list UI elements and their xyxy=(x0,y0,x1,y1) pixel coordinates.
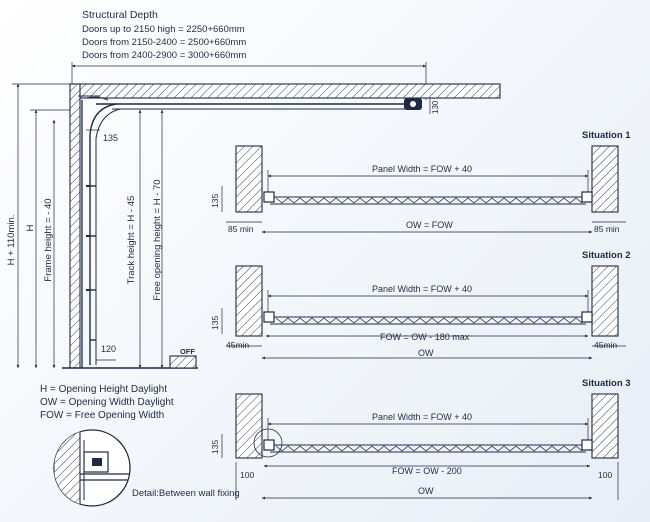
right-min-label: 45min xyxy=(594,340,617,350)
right-wall xyxy=(591,265,619,337)
situation-1: Situation 1 Panel Width = FOW + 40 135 8… xyxy=(210,130,631,234)
left-wall xyxy=(235,393,263,459)
panel-width-label: Panel Width = FOW + 40 xyxy=(372,284,472,294)
panel-perforation xyxy=(275,197,583,204)
side-view: Structural Depth Doors up to 2150 high =… xyxy=(6,9,501,369)
legend-ow: OW = Opening Width Daylight xyxy=(40,397,174,408)
dim-h: H xyxy=(25,224,36,231)
right-wall xyxy=(591,145,619,213)
dim-track-height: Track height = H - 45 xyxy=(126,196,137,285)
panel-zigzag xyxy=(275,317,583,324)
left-wall xyxy=(235,265,263,337)
floor-hatch xyxy=(169,355,197,369)
right-bracket xyxy=(581,311,593,323)
structural-depth-title: Structural Depth xyxy=(82,9,158,21)
detail-marker-circle xyxy=(253,428,283,458)
left-bracket xyxy=(263,311,275,323)
detail-caption: Detail:Between wall fixing xyxy=(132,488,240,499)
detail-roller xyxy=(92,458,102,466)
bottom-label: OW = FOW xyxy=(406,220,453,230)
left-min-label: 45min xyxy=(226,340,249,350)
right-min-label: 85 min xyxy=(594,224,620,234)
shaft-drum xyxy=(410,101,416,107)
fow-label: FOW = OW - 200 xyxy=(392,466,462,476)
legend: H = Opening Height Daylight OW = Opening… xyxy=(40,384,174,421)
detail-wall xyxy=(54,430,81,506)
panel-zigzag xyxy=(275,197,583,204)
floor-label: OFF xyxy=(180,347,195,356)
structural-depth-line-2: Doors from 2150-2400 = 2500+660mm xyxy=(82,37,246,48)
situation-title: Situation 3 xyxy=(582,378,631,389)
frame-top-curve xyxy=(85,96,109,101)
panel-width-label: Panel Width = FOW + 40 xyxy=(372,164,472,174)
ceiling xyxy=(71,83,501,99)
depth-label: 135 xyxy=(210,316,220,330)
dim-135-side: 135 xyxy=(103,133,118,143)
structural-depth-line-3: Doors from 2400-2900 = 3000+660mm xyxy=(82,50,246,61)
situation-2: Situation 2 Panel Width = FOW + 40 135 F… xyxy=(210,250,631,360)
panel-zigzag xyxy=(275,445,583,452)
legend-h: H = Opening Height Daylight xyxy=(40,384,167,395)
legend-fow: FOW = Free Opening Width xyxy=(40,410,164,421)
dim-120: 120 xyxy=(101,344,116,354)
left-wall xyxy=(235,145,263,213)
track-curve-outer xyxy=(89,103,117,365)
bottom-label: OW xyxy=(418,348,434,358)
situation-title: Situation 2 xyxy=(582,250,631,261)
fow-label: FOW = OW - 180 max xyxy=(380,332,470,342)
right-wall xyxy=(591,393,619,459)
left-bracket xyxy=(263,191,275,203)
situation-3: Situation 3 Panel Width = FOW + 40 135 1… xyxy=(210,378,631,500)
depth-label: 135 xyxy=(210,440,220,454)
panel-perforation xyxy=(275,317,583,324)
panel-perforation xyxy=(275,445,583,452)
right-bracket xyxy=(581,439,593,451)
dim-frame-height: Frame height = - 40 xyxy=(43,198,54,281)
situation-title: Situation 1 xyxy=(582,130,631,141)
dim-130: 130 xyxy=(431,100,440,114)
left-bracket xyxy=(263,439,275,451)
right-min-label: 100 xyxy=(598,470,612,480)
wall xyxy=(69,83,81,369)
left-min-label: 85 min xyxy=(228,224,254,234)
left-min-label: 100 xyxy=(240,470,254,480)
dim-h110: H + 110min. xyxy=(6,215,17,266)
right-bracket xyxy=(581,191,593,203)
structural-depth-line-1: Doors up to 2150 high = 2250+660mm xyxy=(82,24,245,35)
detail-view: Detail:Between wall fixing xyxy=(53,429,240,507)
panel-hinges xyxy=(86,185,96,341)
depth-label: 135 xyxy=(210,194,220,208)
panel-width-label: Panel Width = FOW + 40 xyxy=(372,412,472,422)
bottom-label: OW xyxy=(418,486,434,496)
track-curve-inner xyxy=(95,108,121,365)
dim-free-opening: Free opening height = H - 70 xyxy=(152,179,163,300)
